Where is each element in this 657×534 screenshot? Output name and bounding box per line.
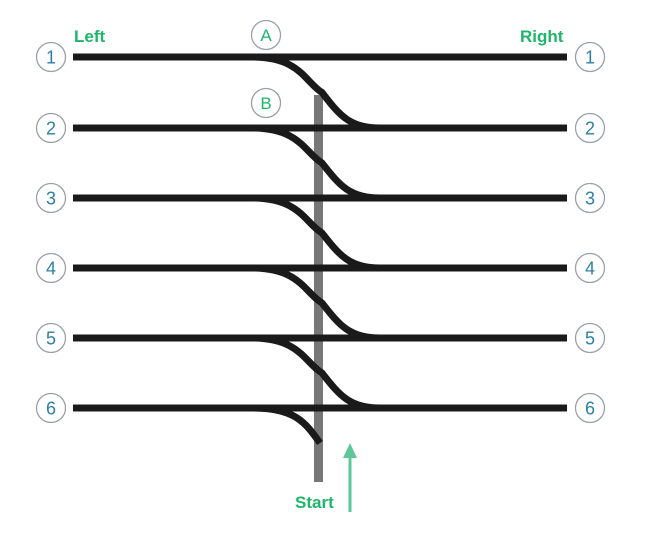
start-arrow <box>343 443 357 512</box>
right-track-badge-2: 2 <box>574 112 606 144</box>
left-label: Left <box>74 27 106 46</box>
point-badge-a: A <box>250 19 282 51</box>
left-track-badge-6: 6 <box>35 392 67 424</box>
left-track-number: 1 <box>46 48 56 68</box>
right-track-number: 1 <box>585 48 595 68</box>
switch-curve-6-start <box>251 404 323 446</box>
right-track-badge-4: 4 <box>574 252 606 284</box>
right-track-number: 4 <box>585 259 595 279</box>
switch-curve-3-4 <box>251 194 381 272</box>
switch-curve-5-6 <box>251 334 381 412</box>
left-track-number: 2 <box>46 119 56 139</box>
switch-curve-1-2 <box>251 53 381 132</box>
right-track-number: 2 <box>585 119 595 139</box>
left-track-badge-5: 5 <box>35 322 67 354</box>
left-track-number: 5 <box>46 329 56 349</box>
right-track-number: 5 <box>585 329 595 349</box>
point-letter: B <box>260 94 271 113</box>
start-label: Start <box>295 493 334 512</box>
point-letter: A <box>260 26 272 45</box>
switch-curve-4-5 <box>251 264 381 342</box>
left-track-badge-1: 1 <box>35 41 67 73</box>
left-track-number: 4 <box>46 259 56 279</box>
right-track-badge-5: 5 <box>574 322 606 354</box>
right-track-badge-3: 3 <box>574 182 606 214</box>
left-track-badge-2: 2 <box>35 112 67 144</box>
right-label: Right <box>520 27 564 46</box>
right-track-number: 6 <box>585 399 595 419</box>
left-track-number: 6 <box>46 399 56 419</box>
right-track-badge-1: 1 <box>574 41 606 73</box>
left-track-number: 3 <box>46 189 56 209</box>
left-track-badge-3: 3 <box>35 182 67 214</box>
right-track-badge-6: 6 <box>574 392 606 424</box>
point-badge-b: B <box>250 87 282 119</box>
left-track-badge-4: 4 <box>35 252 67 284</box>
start-line <box>314 95 323 482</box>
right-track-number: 3 <box>585 189 595 209</box>
switch-curve-2-3 <box>251 124 381 202</box>
